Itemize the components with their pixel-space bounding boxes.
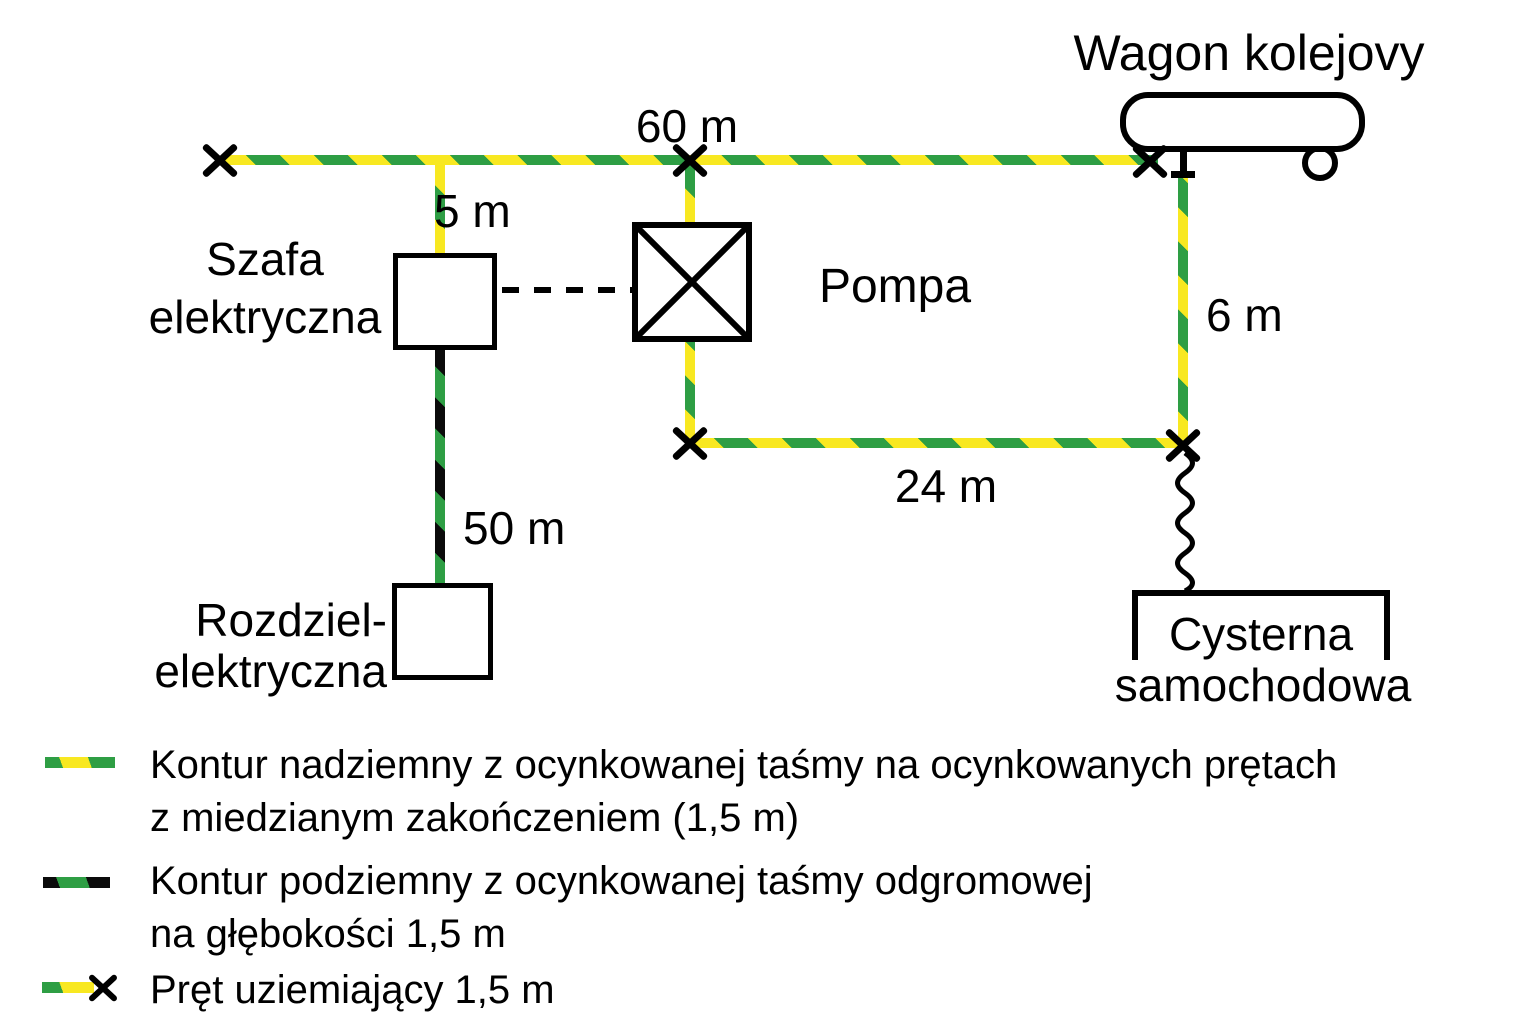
rozdziel-label-line2: elektryczna: [154, 645, 387, 697]
aboveground-tape-pompa-bottom: [685, 340, 695, 443]
legend-underground-tape-sample: [43, 877, 110, 888]
pompa-cross-icon: [638, 228, 746, 336]
cysterna-bracket-left: [1132, 590, 1138, 660]
legend-item-aboveground: Kontur nadziemny z ocynkowanej taśmy na …: [150, 739, 1337, 845]
legend-item-underground-line1: Kontur podziemny z ocynkowanej taśmy odg…: [150, 859, 1093, 903]
cysterna-bracket-top: [1132, 590, 1390, 596]
szafa-label-line1: Szafa: [206, 233, 324, 285]
wagon-terminal-stub: [1180, 150, 1187, 174]
pompa-box: [632, 222, 752, 342]
legend-item-aboveground-line2: z miedzianym zakończeniem (1,5 m): [150, 796, 800, 840]
ground-rod-marker: [1128, 139, 1172, 183]
cysterna-label-line2: samochodowa: [1114, 659, 1412, 711]
legend-item-ground-rod: Pręt uziemiający 1,5 m: [150, 964, 555, 1017]
wagon-label: Wagon kolejovy: [1073, 25, 1425, 81]
aboveground-tape-pompa-top: [685, 161, 695, 222]
ground-rod-marker: [668, 421, 712, 465]
ground-rod-marker: [1161, 423, 1205, 467]
legend-item-aboveground-line1: Kontur nadziemny z ocynkowanej taśmy na …: [150, 743, 1338, 787]
legend-aboveground-tape-sample: [45, 757, 115, 768]
szafa-label: Szafa elektryczna: [145, 230, 385, 346]
dimension-24m: 24 m: [894, 460, 998, 512]
rozdziel-box: [392, 583, 493, 680]
wagon-body: [1120, 92, 1365, 152]
dimension-60m: 60 m: [635, 100, 739, 152]
cysterna-bracket-right: [1384, 590, 1390, 660]
legend-item-underground: Kontur podziemny z ocynkowanej taśmy odg…: [150, 855, 1093, 961]
flexible-bonding-conductor: [1175, 451, 1195, 593]
szafa-pompa-dashed-link: [502, 287, 632, 293]
rozdziel-label: Rozdziel- elektryczna: [130, 595, 387, 697]
dimension-5m: 5 m: [434, 185, 511, 237]
szafa-label-line2: elektryczna: [148, 291, 382, 343]
wavy-path: [1175, 451, 1195, 593]
szafa-box: [393, 253, 497, 350]
aboveground-tape-wagon-drop: [1178, 178, 1188, 445]
aboveground-tape-bottom: [690, 438, 1183, 448]
wagon-terminal-cap: [1171, 171, 1195, 178]
rozdziel-label-line1: Rozdziel-: [195, 594, 387, 646]
legend-ground-rod-marker: [85, 970, 121, 1006]
legend-ground-rod-sample: [42, 982, 94, 993]
dimension-50m: 50 m: [463, 502, 566, 554]
ground-rod-marker: [198, 138, 242, 182]
underground-tape: [435, 348, 445, 584]
cysterna-label-line1: Cysterna: [1168, 608, 1354, 660]
pompa-cross-stroke: [638, 228, 746, 336]
legend-item-ground-rod-line1: Pręt uziemiający 1,5 m: [150, 968, 555, 1012]
dimension-6m: 6 m: [1206, 289, 1283, 341]
pompa-label: Pompa: [818, 260, 972, 313]
aboveground-tape-szafa-branch: [435, 161, 445, 253]
legend-item-underground-line2: na głębokości 1,5 m: [150, 912, 506, 956]
